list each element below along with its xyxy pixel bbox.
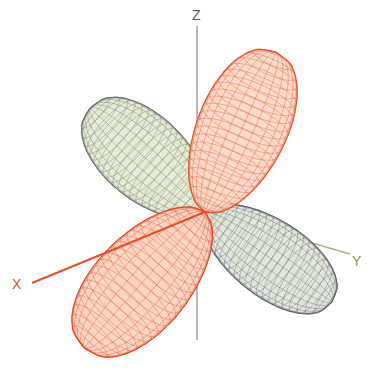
mesh-line: [90, 108, 205, 212]
mesh-line: [197, 51, 276, 212]
axis-label: Y: [352, 254, 361, 268]
mesh-line: [84, 212, 205, 348]
mesh-line: [72, 207, 205, 348]
mesh-ring: [209, 74, 298, 131]
mesh-ring: [195, 102, 287, 161]
mesh-ring: [205, 81, 296, 139]
mesh-line: [205, 52, 278, 212]
mesh-line: [205, 52, 288, 212]
mesh-line: [84, 108, 205, 217]
mesh-ring: [186, 172, 243, 209]
mesh-ring: [143, 210, 213, 275]
mesh-ring: [201, 88, 293, 147]
mesh-ring: [185, 152, 257, 199]
mesh-line: [90, 108, 205, 212]
mesh-ring: [100, 238, 189, 321]
mesh-ring: [161, 205, 216, 257]
mesh-ring: [186, 135, 268, 188]
mesh-line: [84, 212, 205, 348]
mesh-line: [83, 212, 205, 348]
mesh-line: [84, 212, 208, 353]
mesh-ring: [89, 251, 178, 334]
mesh-ring: [80, 95, 141, 160]
mesh-ring: [185, 162, 251, 204]
mesh-line: [205, 208, 334, 302]
mesh-ring: [214, 68, 300, 123]
mesh-line: [84, 212, 210, 355]
mesh-ring: [214, 205, 266, 268]
mesh-ring: [66, 309, 123, 363]
mesh-ring: [87, 100, 156, 173]
mesh-line: [201, 52, 276, 212]
lobe: [66, 203, 216, 362]
orbital-lobes: [66, 45, 341, 362]
mesh-ring: [223, 210, 280, 280]
mesh-line: [203, 212, 332, 311]
mesh-line: [73, 207, 205, 348]
mesh-line: [205, 52, 276, 212]
mesh-ring: [77, 94, 113, 132]
x-axis: [32, 212, 205, 283]
mesh-ring: [84, 257, 172, 339]
mesh-ring: [240, 47, 299, 85]
mesh-ring: [251, 45, 296, 74]
mesh-ring: [269, 243, 326, 313]
axis-label: Z: [192, 8, 201, 22]
mesh-ring: [95, 107, 168, 184]
lobe: [200, 201, 341, 318]
mesh-line: [203, 212, 332, 314]
mesh-line: [205, 212, 332, 303]
mesh-line: [77, 210, 205, 348]
mesh-ring: [190, 118, 279, 175]
lobe-outline: [72, 207, 212, 357]
mesh-line: [86, 108, 205, 215]
mesh-ring: [311, 280, 341, 316]
mesh-ring: [219, 62, 301, 115]
mesh-ring: [192, 110, 283, 168]
mesh-ring: [238, 220, 299, 294]
mesh-ring: [78, 93, 133, 151]
mesh-ring: [301, 270, 341, 318]
mesh-ring: [188, 126, 274, 181]
mesh-ring: [76, 272, 159, 350]
mesh-ring: [106, 233, 193, 315]
mesh-ring: [77, 92, 124, 142]
mesh-line: [204, 212, 332, 309]
mesh-ring: [69, 289, 143, 358]
mesh-ring: [185, 143, 263, 193]
mesh-line: [203, 212, 332, 313]
mesh-ring: [91, 103, 162, 178]
mesh-ring: [80, 265, 166, 345]
mesh-line: [90, 107, 205, 212]
mesh-ring: [218, 207, 273, 274]
axis-label: X: [12, 277, 21, 291]
mesh-line: [193, 50, 276, 212]
mesh-ring: [151, 207, 214, 266]
mesh-ring: [68, 322, 111, 362]
lobe-outline: [189, 49, 297, 212]
mesh-ring: [83, 97, 148, 166]
mesh-line: [205, 212, 332, 306]
mesh-line: [84, 212, 206, 350]
mesh-line: [84, 212, 212, 357]
mesh-ring: [198, 95, 290, 154]
lobe: [185, 45, 301, 215]
mesh-ring: [243, 224, 305, 299]
mesh-ring: [105, 116, 179, 194]
mesh-ring: [134, 214, 209, 284]
mesh-ring: [225, 57, 301, 106]
